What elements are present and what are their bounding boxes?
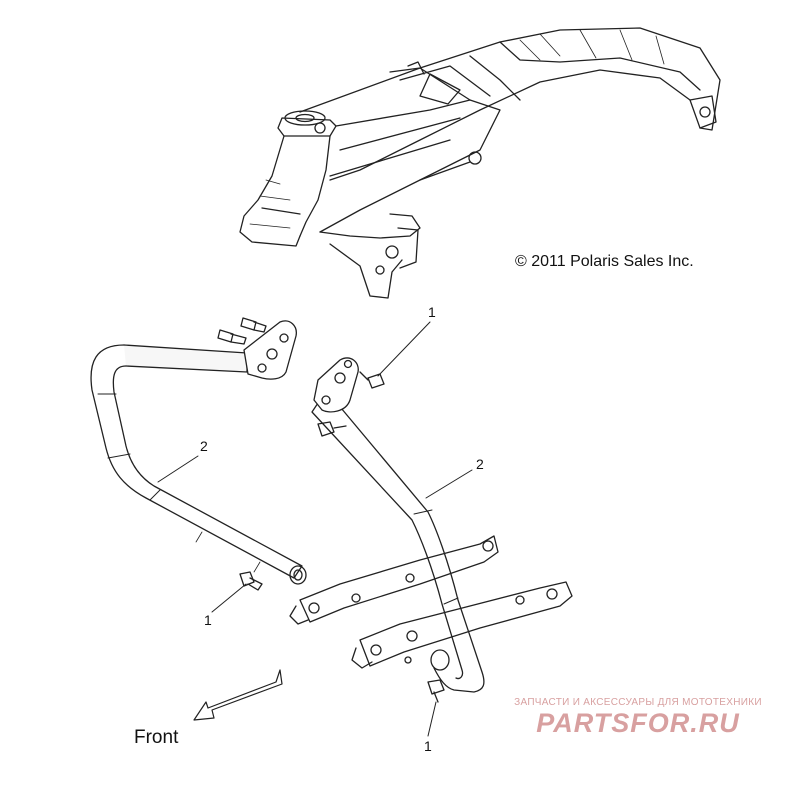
front-direction-label: Front [134,727,179,748]
copyright-notice: © 2011 Polaris Sales Inc. [515,253,694,270]
callout-bar-left: 2 [200,438,208,454]
callout-bolt-top-right: 1 [428,304,436,320]
watermark-brand: PARTSFOR.RU [536,708,740,738]
footrest-brackets [289,535,573,669]
callout-bar-right: 2 [476,456,484,472]
callout-bolt-bottom-left: 1 [204,612,212,628]
front-arrow-icon [193,669,283,721]
watermark: ЗАПЧАСТИ И АКСЕССУАРЫ ДЛЯ МОТОТЕХНИКИ PA… [488,697,788,738]
leader-lines [157,321,473,737]
watermark-tagline: ЗАПЧАСТИ И АКСЕССУАРЫ ДЛЯ МОТОТЕХНИКИ [514,697,762,708]
callout-bolt-bottom-right: 1 [424,738,432,754]
vehicle-frame [239,27,721,299]
bolts [217,317,445,703]
bumper-bar-left [90,320,307,585]
bumper-bar-right [311,357,485,693]
